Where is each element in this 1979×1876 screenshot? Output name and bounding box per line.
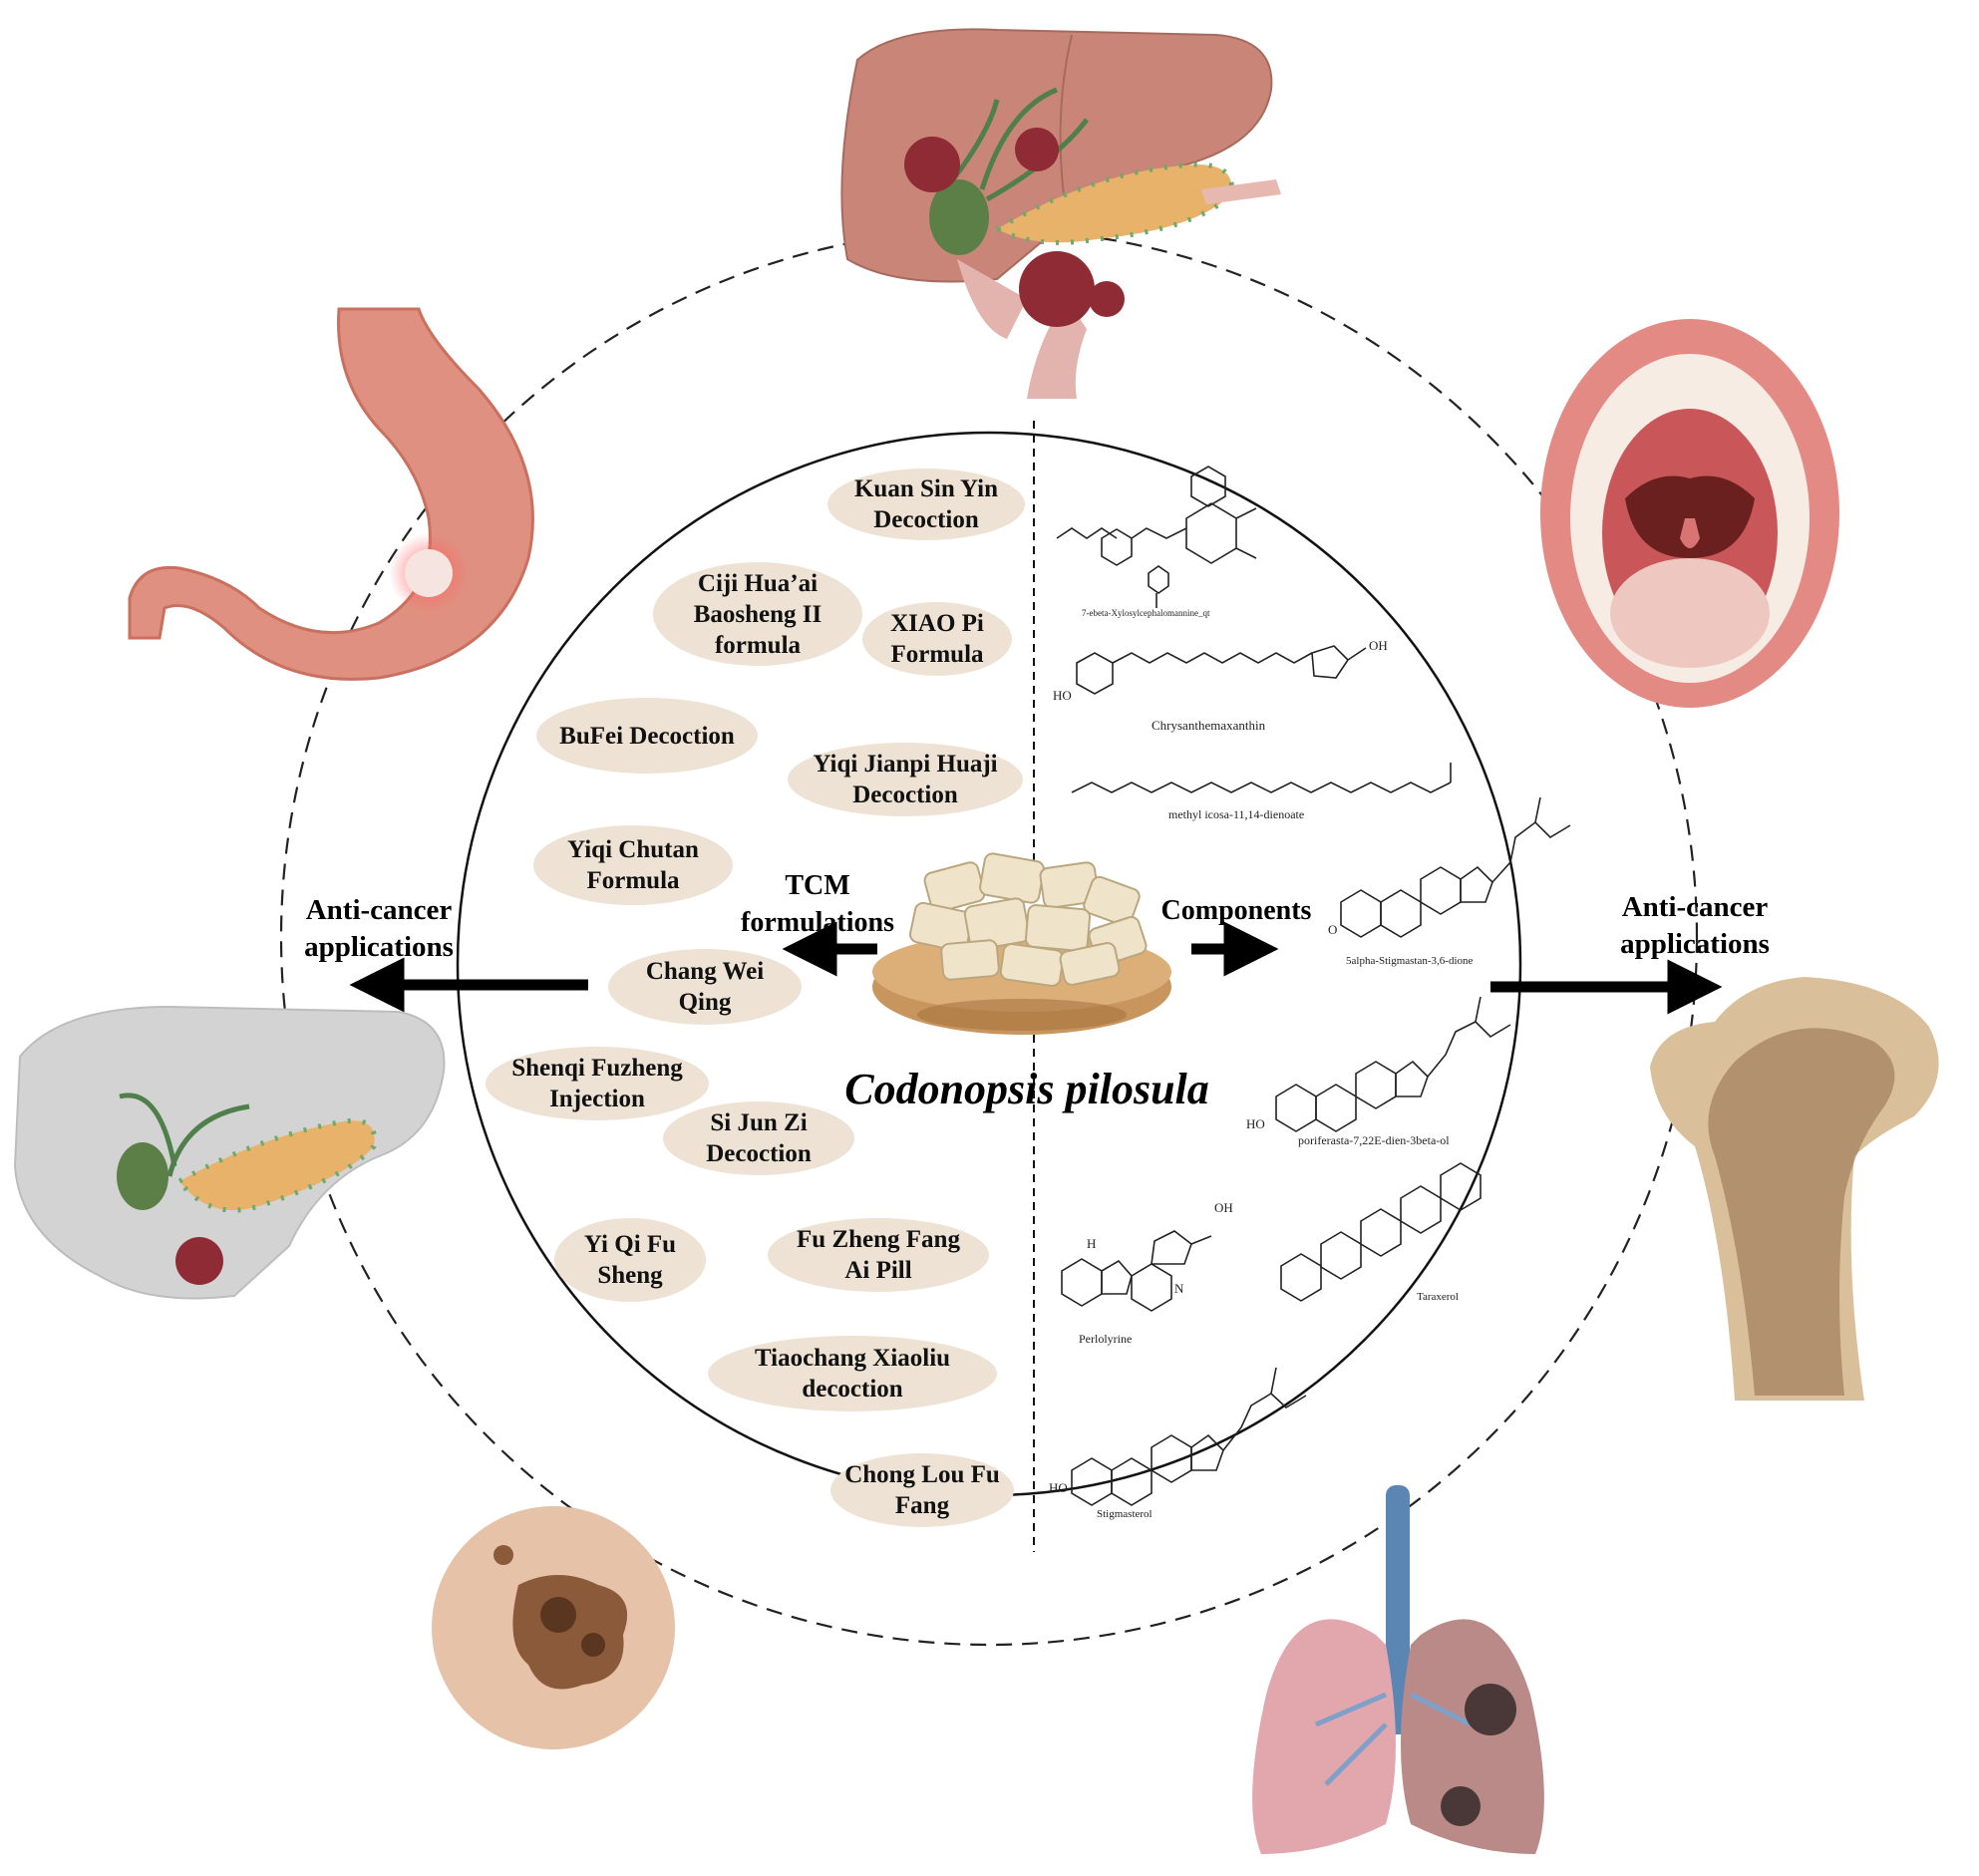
formulation-oval: Shenqi Fuzheng Injection [486,1047,709,1120]
formulation-oval: Kuan Sin Yin Decoction [827,469,1025,540]
component-label: Stigmasterol [1097,1508,1153,1520]
formulation-oval: BuFei Decoction [536,698,758,774]
pancreas-icon [13,1005,446,1300]
stomach-icon [128,307,534,681]
atom-label: N [1174,1281,1184,1296]
mouth-icon [1540,319,1839,708]
atom-label: HO [1246,1116,1265,1131]
struct-xylosylcephalomannine [1056,466,1257,608]
formulation-oval: XIAO Pi Formula [862,602,1012,676]
tcm-formulations-heading: TCM formulations [741,870,894,938]
atom-label: OH [1214,1200,1233,1215]
formulation-oval: Fu Zheng Fang Ai Pill [768,1218,989,1292]
formulation-oval: Chong Lou Fu Fang [830,1453,1014,1527]
bone-icon [1650,977,1939,1401]
diagram-title: Codonopsis pilosula [844,1065,1209,1113]
anticancer-right-label: Anti-cancer applications [1620,891,1770,960]
atom-label: H [1087,1236,1097,1251]
formulation-oval: Tiaochang Xiaoliu decoction [708,1336,997,1411]
herb-bowl-icon [872,852,1171,1035]
component-label: Taraxerol [1417,1291,1459,1303]
components-heading: Components [1160,895,1312,926]
atom-label: HO [1053,688,1072,703]
struct-stigmasterol [1071,1367,1307,1506]
formulation-oval: Chang Wei Qing [608,949,802,1025]
formulation-oval: Yiqi Chutan Formula [533,825,733,905]
formulation-oval: Yiqi Jianpi Huaji Decoction [788,743,1023,816]
anticancer-left-label: Anti-cancer applications [304,894,454,963]
struct-methyl-icosa [1071,763,1452,793]
component-label: Perlolyrine [1079,1332,1133,1346]
component-label: 7-ebeta-Xylosylcephalomannine_qt [1082,608,1210,618]
struct-poriferasta [1275,996,1511,1132]
liver-pancreas-icon [840,28,1281,399]
outer-dashed-ring [279,227,1699,1647]
component-label: 5alpha-Stigmastan-3,6-dione [1346,955,1474,967]
component-label: poriferasta-7,22E-dien-3beta-ol [1298,1133,1450,1147]
struct-chrysanthemaxanthin [1076,645,1367,695]
formulation-oval: Ciji Hua’ai Baosheng II formula [653,562,862,666]
struct-stigmastan-dione [1340,796,1571,938]
formulation-oval: Si Jun Zi Decoction [663,1101,854,1175]
atom-label: HO [1049,1480,1068,1495]
struct-taraxerol [1280,1162,1482,1302]
formulation-oval: Yi Qi Fu Sheng [554,1218,706,1302]
skin-lesion-icon [432,1506,675,1749]
struct-perlolyrine [1061,1230,1212,1312]
component-label: Chrysanthemaxanthin [1152,718,1266,733]
chem-structures [1056,466,1571,1506]
lung-icon [1252,1485,1544,1854]
atom-label: O [1328,922,1338,937]
component-label: methyl icosa-11,14-dienoate [1168,807,1305,821]
atom-label: OH [1369,638,1388,653]
